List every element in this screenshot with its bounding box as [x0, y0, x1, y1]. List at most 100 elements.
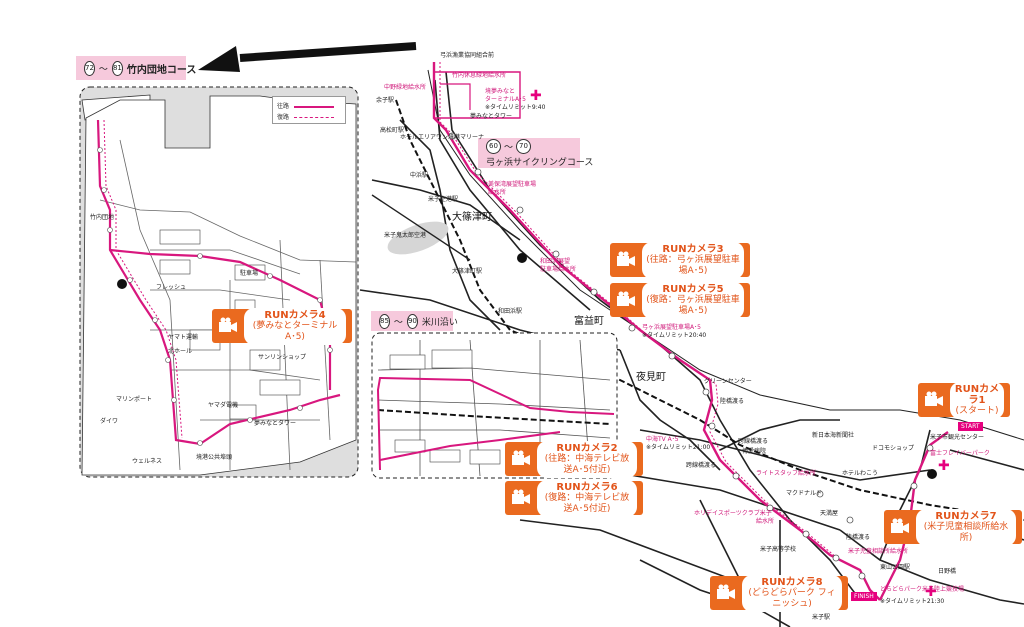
label-yomi: 夜見町	[636, 372, 666, 383]
label-uehama: 美保湾展望駐車場	[488, 181, 537, 188]
video-camera-icon	[219, 317, 237, 332]
run-camera-3[interactable]: RUNカメラ3(往路：弓ヶ浜展望駐車場A･5)	[610, 241, 750, 279]
inset-label-miyako: 竹内団地	[90, 214, 115, 221]
label-yonago-air: 米子空港駅	[428, 196, 459, 203]
range-tilde: 〜	[393, 317, 403, 328]
camera-location: (夢みなとターミナルA･5)	[252, 320, 338, 342]
route-kilometer-markers	[448, 132, 934, 580]
course-name: 弓ヶ浜サイクリングコース	[486, 157, 594, 168]
video-camera-icon	[617, 291, 635, 306]
label-yumi-limit: ※タイムリミット20:40	[642, 332, 707, 339]
video-camera-icon	[891, 518, 909, 533]
video-camera-icon	[512, 489, 530, 504]
yonegawa-course-callout: 85 〜 90 米川沿い	[371, 311, 458, 331]
main-railway	[395, 99, 1024, 521]
label-lotte: ライトスタッフ給水所	[756, 470, 817, 477]
inset-label-parking: 駐車場	[240, 270, 259, 277]
label-kouhoku: 高松町駅	[380, 127, 405, 134]
label-top1: 弓浜漁業協同組合前	[440, 52, 495, 59]
route-431-shield-inset	[117, 279, 127, 289]
run-camera-8[interactable]: RUNカメラ8(どらどらパーク フィニッシュ)	[710, 574, 848, 612]
inset-label-center: 北ホール	[168, 348, 193, 355]
first-aid-icon: ✚	[938, 458, 950, 474]
inset-label-ashina: ヤマト運輸	[168, 334, 199, 341]
yonegawa-inset-route	[376, 376, 615, 471]
range-tilde: 〜	[98, 64, 108, 75]
label-wada-view: 和田浜展望	[540, 258, 571, 265]
label-chunkai-limit: ※タイムリミット21:00	[646, 444, 711, 451]
label-hashi1: 陸橋渡る	[720, 398, 745, 405]
label-tenmaya: 天満屋	[820, 510, 839, 517]
run-camera-5[interactable]: RUNカメラ5(復路：弓ヶ浜展望駐車場A･5)	[610, 281, 750, 319]
label-wada-view2: 駐車場給水所	[540, 266, 577, 273]
video-camera-icon	[617, 251, 635, 266]
label-holiday2: 給水所	[756, 518, 775, 525]
run-camera-7[interactable]: RUNカメラ7(米子児童相談所給水所)	[884, 508, 1022, 546]
arrow-head	[198, 46, 240, 72]
range-from: 85	[379, 313, 390, 329]
camera-title: RUNカメラ3	[662, 243, 724, 255]
label-gakko: 米子高等学校	[760, 546, 797, 553]
camera-title: RUNカメラ2	[556, 442, 618, 454]
camera-location: (復路：中海テレビ放送A･5付近)	[544, 492, 630, 514]
label-dora: どらどらパーク米子陸上競技場	[880, 586, 965, 593]
airport-area	[387, 221, 449, 255]
label-marina: ホテルエリアワン境港マリーナ	[400, 134, 485, 141]
legend-return: 復路	[277, 112, 334, 121]
range-to: 70	[516, 138, 532, 154]
start-flag: START	[958, 422, 983, 431]
label-yumi-view: 弓ヶ浜展望駐車場A･5	[642, 324, 701, 331]
camera-title: RUNカメラ1	[954, 383, 1000, 406]
label-top7: 夢みなとタワー	[470, 113, 513, 120]
label-kankou: 米子市観光センター	[930, 434, 985, 441]
camera-location: (スタート)	[955, 405, 999, 416]
yonegawa-inset-blocks	[389, 349, 501, 465]
label-airport: 米子鬼太郎空港	[384, 232, 427, 239]
label-hashi3: 跨線橋渡る	[686, 462, 717, 469]
route-shield-431	[517, 253, 937, 479]
range-to: 90	[406, 313, 418, 329]
video-camera-icon	[925, 391, 943, 406]
inset-label-station: 境港公共埠頭	[196, 454, 233, 461]
run-camera-1[interactable]: RUNカメラ1(スタート)	[918, 381, 1010, 419]
yumigahama-course-callout: 60 〜 70 弓ヶ浜サイクリングコース	[478, 138, 593, 168]
camera-title: RUNカメラ7	[935, 510, 997, 522]
run-camera-6[interactable]: RUNカメラ6(復路：中海テレビ放送A･5付近)	[505, 479, 643, 517]
run-camera-2[interactable]: RUNカメラ2(往路：中海テレビ放送A･5付近)	[505, 440, 643, 478]
camera-location: (どらどらパーク フィニッシュ)	[748, 587, 836, 609]
camera-title: RUNカメラ8	[761, 576, 823, 588]
route-legend: 往路 復路	[272, 96, 346, 124]
finish-flag: FINISH	[851, 592, 877, 601]
label-chunkai: 中海TV A･5	[646, 436, 679, 443]
label-top3: 中野緑地給水所	[384, 84, 427, 91]
label-hidoshi: 東山公園駅	[880, 564, 911, 571]
label-fujino: 日野橋	[938, 568, 957, 575]
takeuchi-inset-km-dots	[97, 147, 333, 446]
label-kids: 米子児童相談所給水所	[848, 548, 909, 555]
label-dora-limit: ※タイムリミット21:30	[880, 598, 945, 605]
range-from: 72	[84, 60, 95, 76]
label-oshinozu: 大篠津町	[452, 212, 492, 223]
yonegawa-inset-rail	[377, 409, 611, 425]
takeuchi-inset-route-dotted	[103, 119, 183, 439]
legend-outbound: 往路	[277, 101, 334, 110]
pointer-arrow	[239, 42, 417, 62]
label-top4: 境夢みなと	[485, 88, 516, 95]
label-hashi2: 跨線橋渡る	[738, 438, 769, 445]
course-name: 米川沿い	[421, 317, 458, 328]
inset-label-yamaguchi: ヤマダ電機	[208, 402, 239, 409]
label-tomimasu: 富益町	[574, 316, 604, 327]
label-oshinozu-st: 大篠津町駅	[452, 268, 483, 275]
run-camera-4[interactable]: RUNカメラ4(夢みなとターミナルA･5)	[212, 307, 352, 345]
first-aid-icon: ✚	[925, 584, 937, 600]
course-name: 竹内団地コース	[126, 64, 197, 76]
label-top6: ※タイムリミット9:40	[485, 104, 546, 111]
inset-label-taiyou: ダイワ	[100, 418, 119, 425]
label-nakahama: 中浜駅	[410, 172, 429, 179]
range-from: 60	[486, 138, 501, 154]
takeuchi-course-callout: 72 〜 81 竹内団地コース	[76, 56, 196, 80]
inset-label-wellness: ウェルネス	[132, 458, 163, 465]
camera-location: (復路：弓ヶ浜展望駐車場A･5)	[646, 294, 740, 316]
